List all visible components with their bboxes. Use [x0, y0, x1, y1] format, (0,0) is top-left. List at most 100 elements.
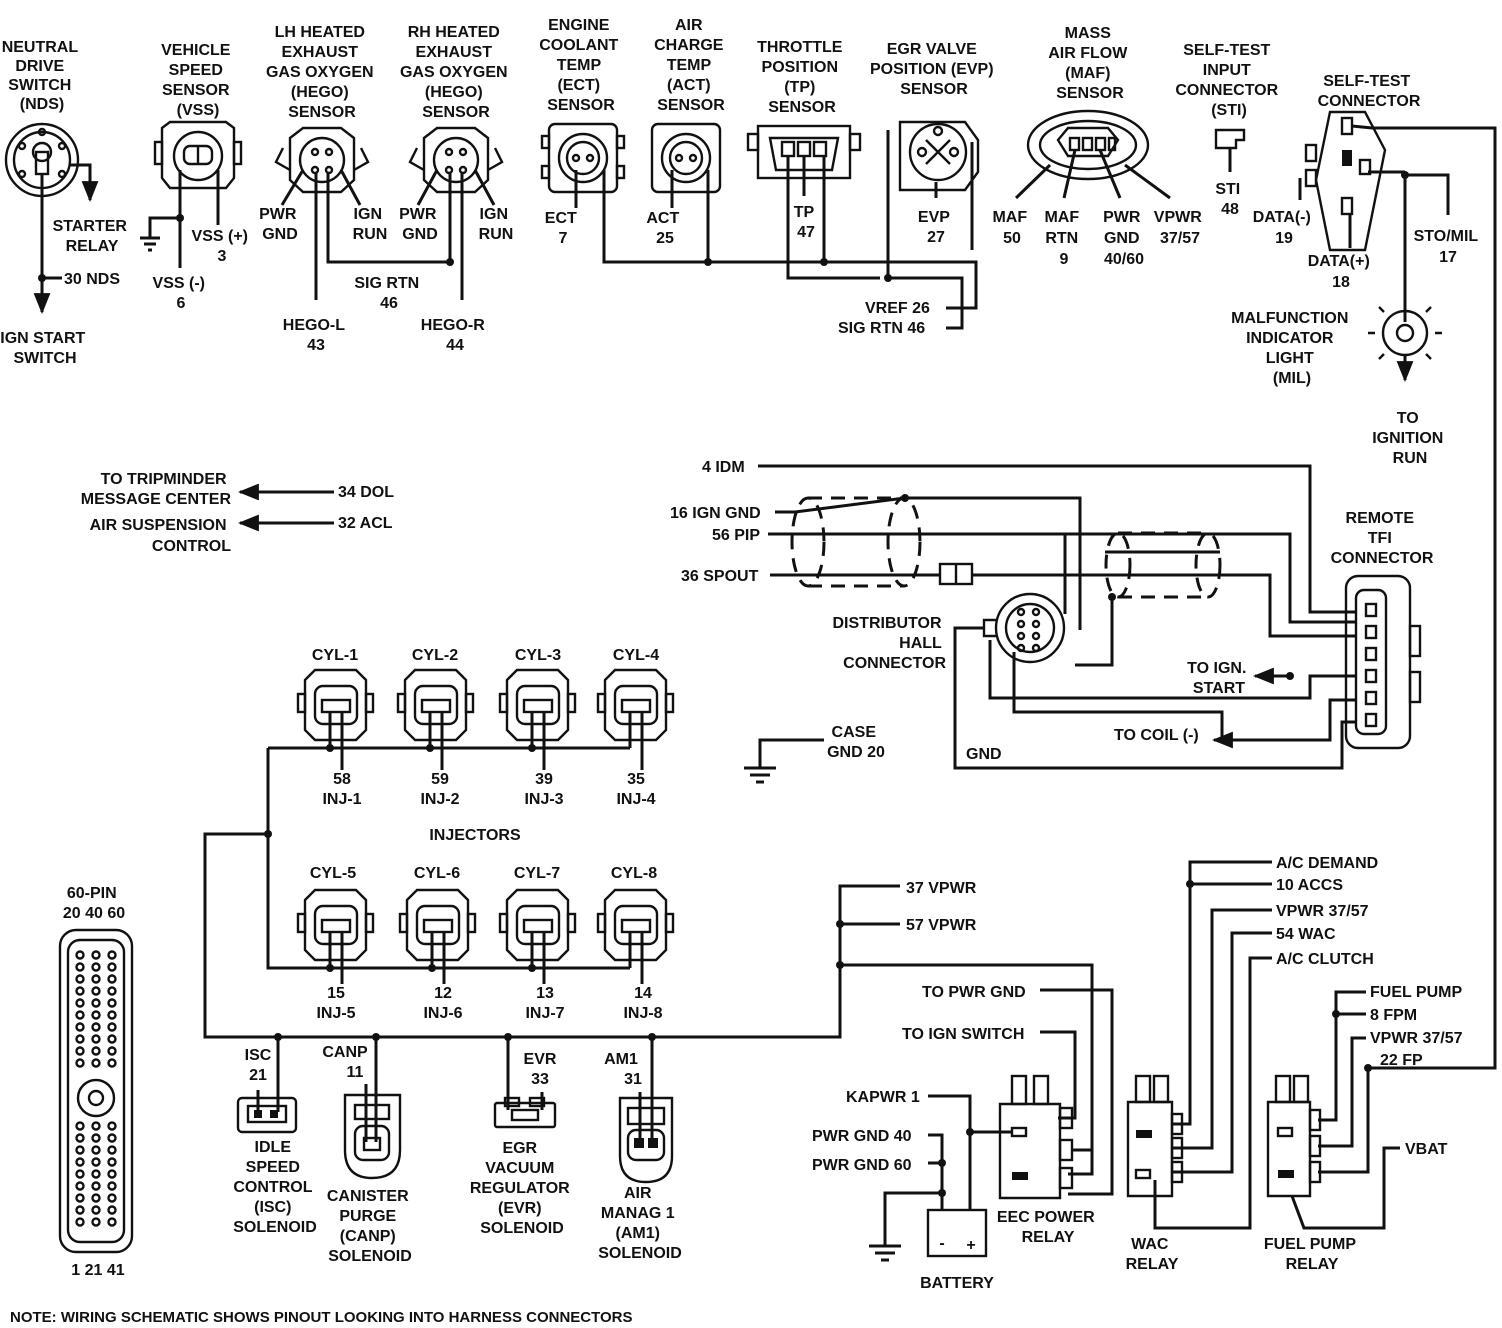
acl-pin: 32 ACL	[338, 515, 393, 532]
self-test-connector: SELF-TEST CONNECTOR DATA(-) 19 DATA(+) 1…	[1253, 73, 1497, 1070]
pin-hole	[75, 1217, 85, 1227]
pin-hole	[107, 1010, 117, 1020]
injector-connector-4	[596, 668, 675, 770]
lh-pwr-gnd: PWR GND	[259, 206, 301, 243]
act-sensor: AIR CHARGE TEMP (ACT) SENSOR ACT 25	[646, 17, 826, 266]
to-ignition-run: TO IGNITION RUN	[1372, 410, 1448, 467]
pin-hole	[107, 986, 117, 996]
fuel-pump-label: FUEL PUMP	[1370, 984, 1462, 1001]
hego-r-label: HEGO-R 44	[421, 317, 489, 354]
ect-pin: ECT 7	[545, 210, 581, 247]
case-gnd-label: CASE GND 20	[827, 724, 885, 761]
ign-start-switch-label: IGN START SWITCH	[0, 330, 89, 367]
eec-power-relay-circuit: TO PWR GND TO IGN SWITCH KAPWR 1 PWR GND…	[812, 984, 1114, 1292]
injector-connector-6	[398, 888, 477, 984]
lh-ign-run: IGN RUN	[353, 206, 388, 243]
cyl-7-label: CYL-7	[514, 865, 560, 882]
starter-relay-label: STARTER RELAY	[53, 218, 132, 255]
tp-sensor: THROTTLE POSITION (TP) SENSOR TP 47	[746, 39, 978, 310]
battery-minus: -	[939, 1235, 944, 1252]
to-coil-label: TO COIL (-)	[1114, 727, 1199, 744]
pin-hole	[75, 1058, 85, 1068]
cyl-6-label: CYL-6	[414, 865, 460, 882]
injector-connector-1	[296, 668, 375, 770]
pin-hole	[107, 1145, 117, 1155]
cyl-5-label: CYL-5	[310, 865, 356, 882]
pin-hole	[107, 1034, 117, 1044]
ect-title: ENGINE COOLANT TEMP (ECT) SENSOR	[539, 17, 623, 114]
sti-pin: STI 48	[1215, 181, 1244, 218]
data-minus: DATA(-) 19	[1253, 209, 1316, 247]
pin-hole	[75, 974, 85, 984]
tp-pin: TP 47	[794, 204, 819, 241]
am1-title: AIR MANAG 1 (AM1) SOLENOID	[598, 1185, 682, 1262]
pin-hole	[75, 1181, 85, 1191]
eec-relay-body	[998, 1102, 1062, 1200]
pin-hole	[91, 950, 101, 960]
hego-l-label: HEGO-L 43	[283, 317, 349, 354]
pin-hole	[75, 950, 85, 960]
pin-hole	[91, 1133, 101, 1143]
injector-power-bus	[266, 748, 630, 970]
sig-rtn-46-label: SIG RTN 46	[354, 275, 423, 312]
sixty-pin-holes	[75, 950, 117, 1227]
to-pwr-gnd-label: TO PWR GND	[922, 984, 1026, 1001]
case-ground: CASE GND 20	[744, 724, 885, 784]
spout-label: 36 SPOUT	[681, 568, 759, 585]
shield-right-end	[1104, 531, 1132, 599]
vbat-label: VBAT	[1405, 1141, 1448, 1158]
evp-title: EGR VALVE POSITION (EVP) SENSOR	[870, 41, 998, 98]
fuel-pump-relay-label: FUEL PUMP RELAY	[1264, 1236, 1360, 1273]
vss-plus-label: VSS (+) 3	[192, 228, 253, 265]
maf-sensor: MASS AIR FLOW (MAF) SENSOR MAF 50 MAF RT…	[992, 25, 1202, 268]
mil-lamp: MALFUNCTION INDICATOR LIGHT (MIL) TO IGN…	[1231, 296, 1448, 467]
vpwr-bus	[203, 832, 900, 1039]
vss-connector	[160, 120, 236, 190]
eec-relay-label: EEC POWER RELAY	[997, 1209, 1099, 1246]
maf-connector	[1026, 109, 1150, 181]
sig-rtn-46-bottom-label: SIG RTN 46	[838, 320, 925, 337]
evr-title: EGR VACUUM REGULATOR (EVR) SOLENOID	[470, 1140, 574, 1237]
vss-sensor: VEHICLE SPEED SENSOR (VSS) VSS (+) 3 VSS…	[140, 42, 253, 312]
pin-hole	[107, 974, 117, 984]
pin-hole	[107, 1169, 117, 1179]
pin-hole	[107, 1046, 117, 1056]
pin-hole	[107, 1193, 117, 1203]
ect-sensor: ENGINE COOLANT TEMP (ECT) SENSOR ECT 7	[539, 17, 710, 264]
mil-title: MALFUNCTION INDICATOR LIGHT (MIL)	[1231, 310, 1353, 387]
lh-hego-sensor: LH HEATED EXHAUST GAS OXYGEN (HEGO) SENS…	[259, 24, 450, 354]
pin-hole	[107, 1121, 117, 1131]
air-suspension-label: AIR SUSPENSION CONTROL	[90, 517, 232, 555]
pwr-gnd-40-label: PWR GND 40	[812, 1128, 912, 1145]
rh-hego-title: RH HEATED EXHAUST GAS OXYGEN (HEGO) SENS…	[400, 24, 512, 121]
pin-hole	[75, 1034, 85, 1044]
pin-hole	[75, 1046, 85, 1056]
act-pin: ACT 25	[646, 210, 683, 247]
evp-connector	[898, 120, 980, 192]
to-ign-start-label: TO IGN. START	[1187, 660, 1251, 697]
pin-hole	[75, 1169, 85, 1179]
remote-tfi-connector	[1344, 574, 1412, 750]
pin-hole	[91, 1181, 101, 1191]
injector-connector-2	[396, 668, 475, 770]
pin-hole	[91, 1193, 101, 1203]
pin60-bottom: 1 21 41	[71, 1262, 124, 1279]
remote-tfi-title: REMOTE TFI CONNECTOR	[1331, 510, 1434, 567]
idm-label: 4 IDM	[702, 459, 745, 476]
cyl-3-label: CYL-3	[515, 647, 561, 664]
pin-hole	[91, 986, 101, 996]
rh-ign-run: IGN RUN	[479, 206, 514, 243]
maf-title: MASS AIR FLOW (MAF) SENSOR	[1048, 25, 1132, 102]
injector-connector-7	[498, 888, 577, 984]
